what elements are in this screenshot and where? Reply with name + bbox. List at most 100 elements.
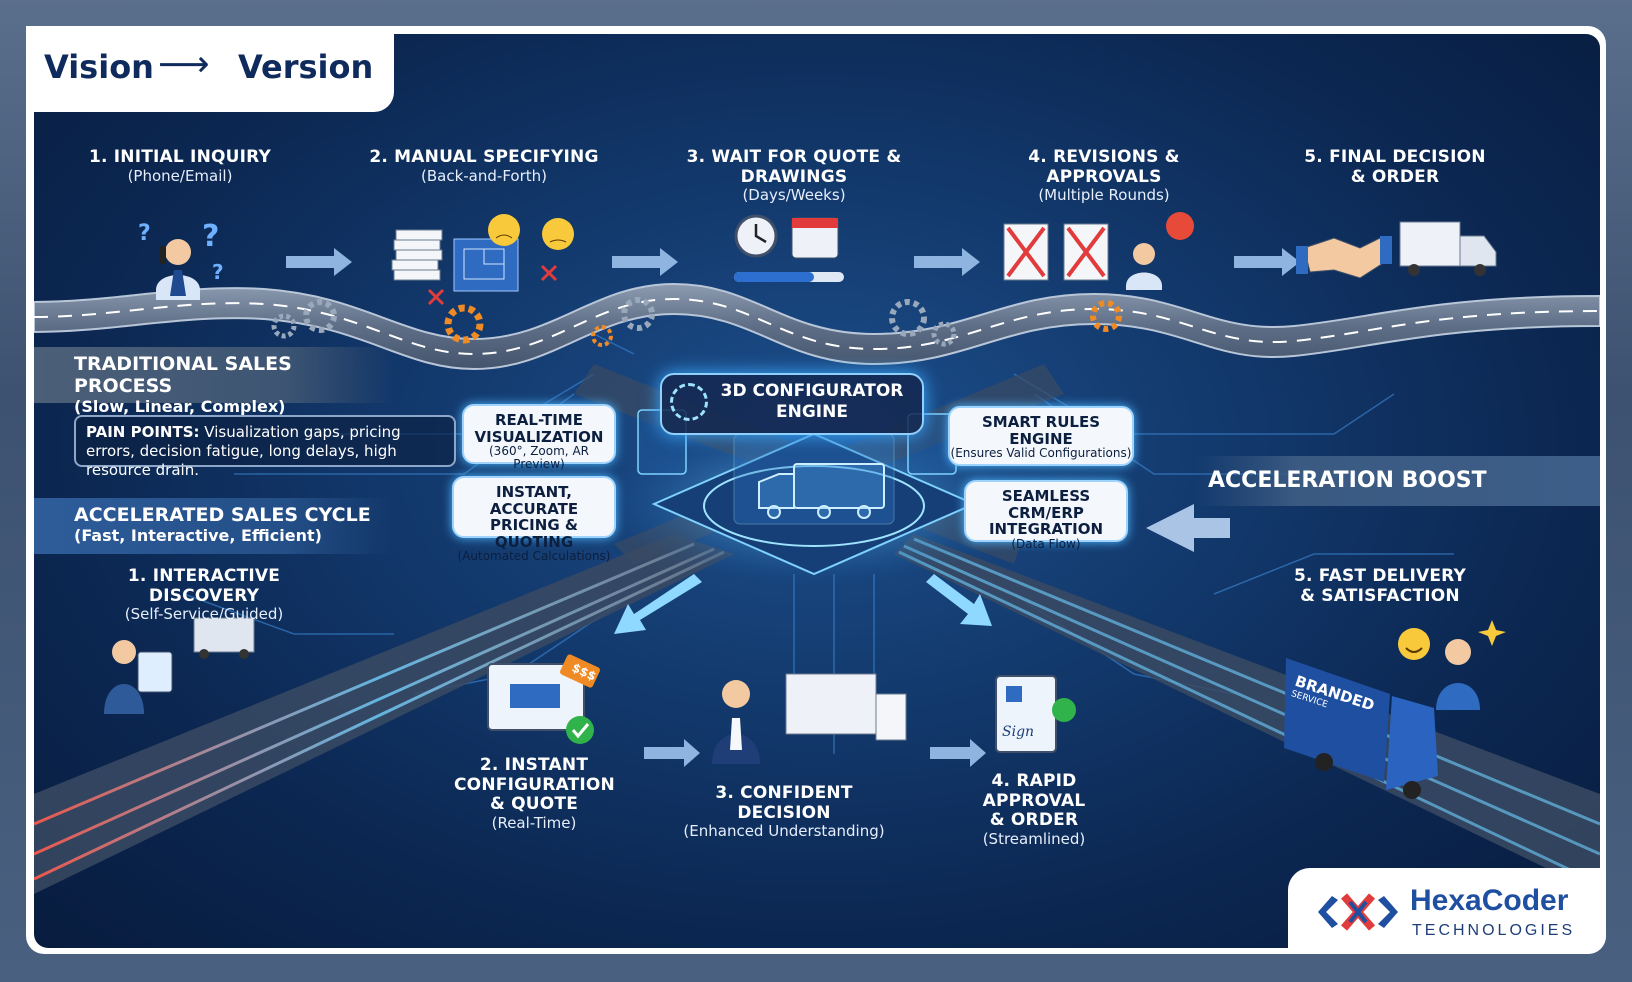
acceleration-boost-banner: ACCELERATION BOOST — [1196, 456, 1600, 506]
feature-crm-integration: SEAMLESS CRM/ERP INTEGRATION (Data Flow) — [964, 480, 1128, 550]
header-vision: Vision — [44, 48, 154, 86]
feature-title: INSTANT, ACCURATE — [489, 483, 579, 518]
step-subtitle: (Days/Weeks) — [742, 186, 846, 205]
feature-title: VISUALIZATION — [474, 427, 604, 446]
bottom-row-arrows — [644, 739, 986, 767]
header-version: Version — [238, 48, 374, 86]
accelerated-banner-subtitle: (Fast, Interactive, Efficient) — [74, 526, 322, 545]
step-subtitle: (Phone/Email) — [127, 166, 233, 185]
configurator-engine-card: 3D CONFIGURATOR ENGINE — [660, 373, 924, 435]
red-x-icon — [427, 264, 558, 306]
step-confident-decision: 3. CONFIDENT DECISION (Enhanced Understa… — [674, 783, 894, 841]
engine-gear-icon — [670, 383, 708, 421]
configurator-platform — [604, 424, 1024, 584]
clock-icon — [734, 214, 778, 258]
laptop-truck-icon — [487, 654, 600, 744]
pain-points-box: PAIN POINTS: Visualization gaps, pricing… — [74, 415, 456, 479]
traditional-banner: TRADITIONAL SALES PROCESS (Slow, Linear,… — [34, 347, 394, 416]
step-subtitle: & ORDER — [1350, 166, 1440, 187]
svg-text:?: ? — [138, 221, 151, 246]
step-rapid-approval: 4. RAPID APPROVAL & ORDER (Streamlined) — [944, 771, 1124, 848]
traditional-banner-subtitle: (Slow, Linear, Complex) — [74, 397, 286, 416]
step-instant-configuration: 2. INSTANT CONFIGURATION & QUOTE (Real-T… — [454, 755, 615, 832]
step-manual-specifying: 2. MANUAL SPECIFYING (Back-and-Forth) — [364, 147, 604, 185]
logo-subtitle: TECHNOLOGIES — [1412, 922, 1576, 939]
feature-pricing-quoting: INSTANT, ACCURATE PRICING & QUOTING (Aut… — [452, 476, 616, 563]
winding-road — [34, 282, 1600, 371]
step-revisions-approvals: 4. REVISIONS & APPROVALS (Multiple Round… — [974, 147, 1234, 205]
pain-points-label: PAIN POINTS: — [86, 423, 200, 441]
hexacoder-logo: HexaCoder TECHNOLOGIES — [1288, 868, 1606, 954]
accelerated-banner-title: ACCELERATED SALES CYCLE — [74, 504, 371, 526]
acceleration-boost-label: ACCELERATION BOOST — [1208, 468, 1487, 493]
step-title: 2. INSTANT — [479, 755, 589, 775]
engine-title-line1: 3D CONFIGURATOR — [720, 381, 904, 401]
step-final-decision: 5. FINAL DECISION & ORDER — [1300, 147, 1490, 187]
step-wait-for-quote: 3. WAIT FOR QUOTE & DRAWINGS (Days/Weeks… — [644, 147, 944, 205]
step-initial-inquiry: 1. INITIAL INQUIRY (Phone/Email) — [80, 147, 280, 185]
handshake-icon — [1296, 236, 1392, 279]
branded-truck-icon — [1284, 658, 1438, 799]
delivery-truck-icon — [1399, 221, 1497, 276]
gear-icons — [271, 297, 1122, 347]
svg-text:?: ? — [202, 219, 219, 254]
feature-smart-rules: SMART RULES ENGINE (Ensures Valid Config… — [948, 406, 1134, 466]
feature-title: ENGINE — [1009, 429, 1073, 448]
step-title: & SATISFACTION — [1300, 585, 1460, 606]
step-title: 2. MANUAL SPECIFYING — [369, 147, 599, 167]
step-interactive-discovery: 1. INTERACTIVE DISCOVERY (Self-Service/G… — [74, 566, 334, 624]
engine-title-line2: ENGINE — [776, 402, 848, 422]
feature-subtitle: (Automated Calculations) — [457, 549, 611, 563]
speed-highway-left — [34, 534, 734, 894]
step-title: 4. REVISIONS & APPROVALS — [1028, 147, 1180, 187]
pain-points-text: Visualization gaps, pricing errors, deci… — [86, 423, 401, 479]
confident-salesman-icon — [712, 673, 907, 764]
speed-highway-right — [894, 534, 1600, 894]
accelerated-banner: ACCELERATED SALES CYCLE (Fast, Interacti… — [34, 498, 394, 554]
signature-text: Sign — [1002, 724, 1035, 740]
feature-title: REAL-TIME — [495, 411, 583, 429]
feature-title: SMART RULES — [981, 413, 1100, 431]
step-title: 3. WAIT FOR QUOTE & DRAWINGS — [686, 147, 902, 187]
svg-text:?: ? — [212, 260, 224, 284]
step-title: & QUOTE — [489, 794, 579, 815]
calendar-icon — [791, 217, 839, 259]
step-subtitle: (Self-Service/Guided) — [124, 605, 284, 624]
step-title: 1. INTERACTIVE DISCOVERY — [127, 566, 281, 606]
traditional-banner-title: TRADITIONAL SALES PROCESS — [74, 353, 292, 397]
tablet-user-icon — [104, 617, 255, 714]
step-title: 4. RAPID APPROVAL — [982, 771, 1086, 811]
frustrated-person-icon — [1126, 212, 1194, 290]
hologram-truck-icon — [758, 463, 885, 519]
step-title: 1. INITIAL INQUIRY — [88, 147, 272, 167]
feature-subtitle: (360°, Zoom, AR Preview) — [489, 444, 589, 472]
step-subtitle: (Back-and-Forth) — [421, 166, 547, 185]
step-title: 3. CONFIDENT DECISION — [715, 783, 853, 823]
header-tab: Vision ⟶ Version — [26, 26, 394, 112]
blueprint-icon — [453, 238, 519, 292]
paper-stack-icon — [391, 229, 443, 281]
happy-customer-icon — [1398, 620, 1506, 710]
logo-name: HexaCoder — [1410, 884, 1569, 917]
confused-emoji-icon — [488, 214, 574, 250]
scene-illustration: ? ? ? — [34, 212, 1600, 894]
step-subtitle: (Multiple Rounds) — [1038, 186, 1170, 205]
feature-realtime-visualization: REAL-TIME VISUALIZATION (360°, Zoom, AR … — [462, 404, 616, 471]
signed-contract-icon — [995, 675, 1076, 753]
step-title: 5. FINAL DECISION — [1304, 147, 1486, 167]
hexacoder-logo-icon — [1318, 893, 1398, 931]
feature-title: INTEGRATION — [988, 520, 1104, 538]
step-subtitle: (Real-Time) — [491, 813, 577, 832]
step-fast-delivery: 5. FAST DELIVERY & SATISFACTION — [1290, 566, 1470, 606]
step-title: & ORDER — [989, 810, 1079, 831]
step-title: 5. FAST DELIVERY — [1293, 566, 1467, 586]
progress-bar — [734, 272, 844, 282]
phone-person-icon: ? ? ? — [138, 219, 224, 300]
step-title: CONFIGURATION — [454, 774, 615, 795]
step-subtitle: (Enhanced Understanding) — [683, 822, 885, 841]
top-row-arrows — [286, 248, 1300, 276]
feature-subtitle: (Data Flow) — [1011, 536, 1081, 551]
infographic-panel: ? ? ? — [34, 34, 1600, 948]
feature-title: PRICING & QUOTING — [490, 516, 578, 551]
feature-subtitle: (Ensures Valid Configurations) — [950, 446, 1132, 460]
